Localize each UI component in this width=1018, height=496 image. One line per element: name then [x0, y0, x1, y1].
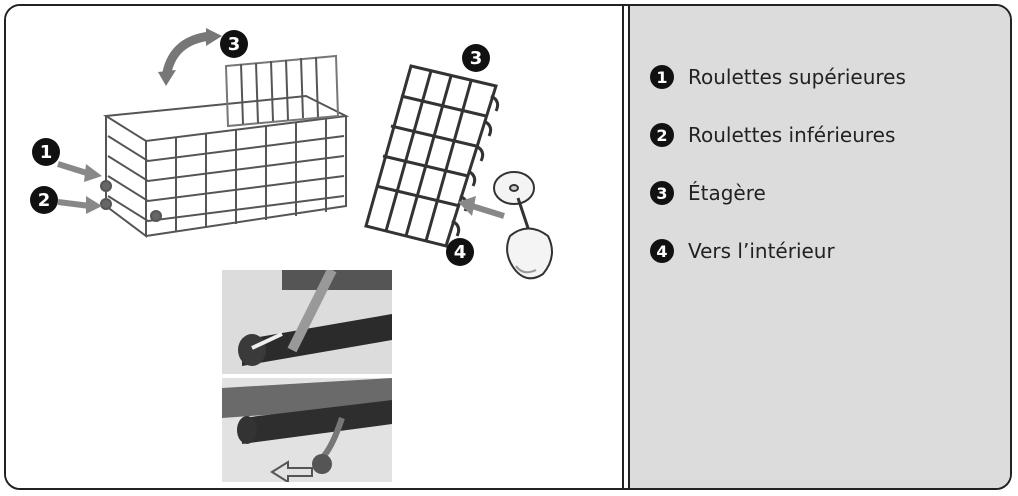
- wine-glass-illustration: [493, 171, 553, 280]
- dishwasher-basket-illustration: [100, 54, 350, 238]
- cup-shelf-illustration: [364, 64, 500, 248]
- callout-3-shelf: 3: [462, 44, 490, 72]
- arrow-shelf-icon: [458, 196, 505, 219]
- panel-divider: [622, 6, 630, 488]
- callout-1: 1: [32, 138, 60, 166]
- number-badge: 1: [650, 65, 674, 89]
- legend-item-4: 4 Vers l’intérieur: [650, 234, 906, 268]
- arrow-upper-wheels-icon: [57, 161, 102, 182]
- legend-list: 1 Roulettes supérieures 2 Roulettes infé…: [650, 60, 906, 292]
- number-badge: 4: [650, 239, 674, 263]
- detail-photo-top: [222, 270, 392, 374]
- arrow-lower-wheels-icon: [57, 196, 102, 214]
- instruction-frame: 1 2 3 3 4 1 Roulettes supérieures 2 Roul…: [4, 4, 1012, 490]
- legend-item-3: 3 Étagère: [650, 176, 906, 210]
- legend-label: Étagère: [688, 181, 766, 205]
- number-badge: 3: [650, 181, 674, 205]
- callout-4: 4: [446, 238, 474, 266]
- illustration-panel: 1 2 3 3 4: [6, 6, 622, 488]
- legend-item-2: 2 Roulettes inférieures: [650, 118, 906, 152]
- number-badge: 2: [650, 123, 674, 147]
- callout-3-basket: 3: [220, 30, 248, 58]
- legend-panel: 1 Roulettes supérieures 2 Roulettes infé…: [630, 6, 1010, 488]
- curved-arrow-icon: [158, 28, 222, 86]
- legend-label: Roulettes supérieures: [688, 65, 906, 89]
- detail-photo-bottom: [222, 378, 392, 482]
- legend-label: Roulettes inférieures: [688, 123, 896, 147]
- legend-item-1: 1 Roulettes supérieures: [650, 60, 906, 94]
- legend-label: Vers l’intérieur: [688, 239, 835, 263]
- callout-2: 2: [30, 186, 58, 214]
